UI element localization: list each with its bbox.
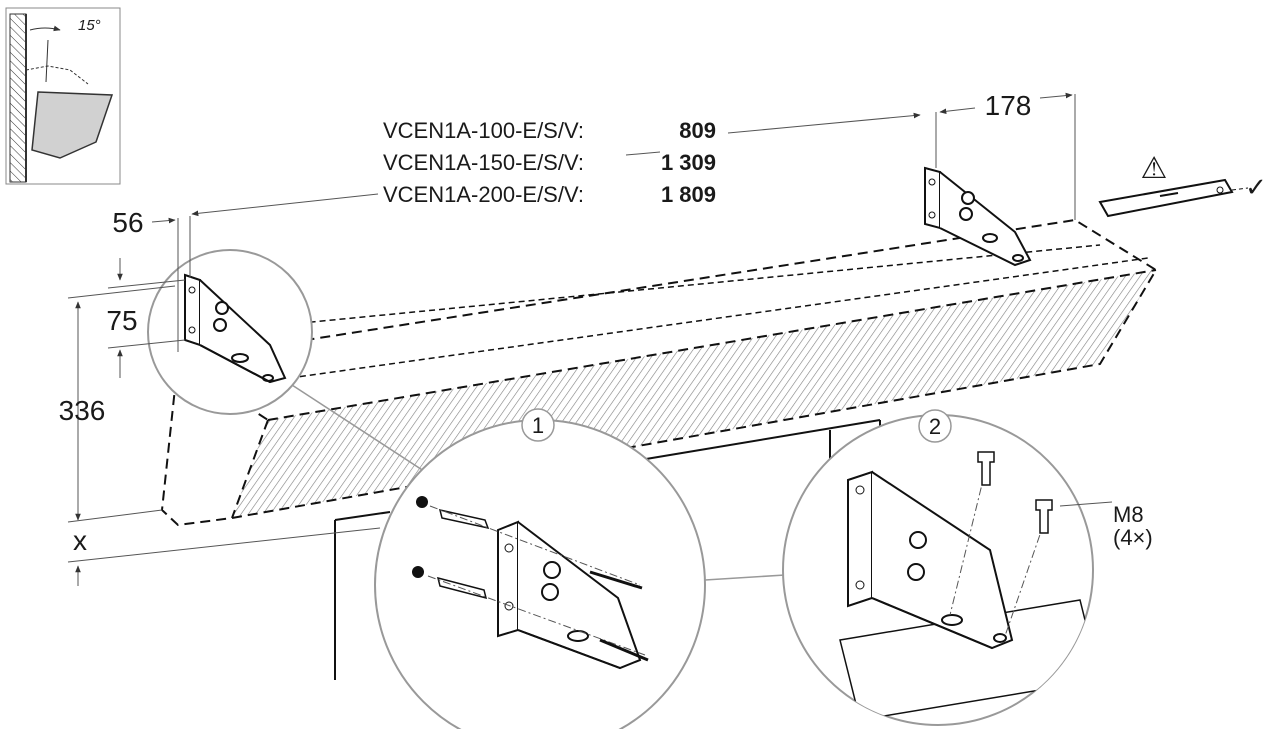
bolt-quantity-label: (4×) [1113,525,1153,550]
model-name-3: VCEN1A-200-E/S/V: [383,182,584,207]
step1-detail: 1 [374,408,706,734]
model-value-1: 809 [679,118,716,143]
left-bracket-detail [147,249,431,476]
dimension-336: 336 [59,395,106,426]
model-value-3: 1 809 [661,182,716,207]
dimension-x: x [73,525,87,556]
step2-number: 2 [929,414,941,439]
dimension-lines: 178 56 75 336 x [59,90,1076,586]
model-name-1: VCEN1A-100-E/S/V: [383,118,584,143]
warning-icon: ⚠ [1141,152,1168,185]
side-view-inset: 15° [5,7,121,185]
step2-detail: 2 M8 (4×) [782,409,1153,726]
right-bracket [924,166,1032,267]
dimension-178: 178 [985,90,1032,121]
model-distance-table: VCEN1A-100-E/S/V: 809 VCEN1A-150-E/S/V: … [191,112,921,217]
step1-number: 1 [532,413,544,438]
inset-angle-label: 15° [78,17,101,34]
spirit-level: ⚠ ✓ [1098,152,1267,218]
bolt-size-label: M8 [1113,502,1144,527]
heater-profile [31,91,114,159]
check-icon: ✓ [1245,172,1267,202]
dimension-56: 56 [112,207,143,238]
model-value-2: 1 309 [661,150,716,175]
model-name-2: VCEN1A-150-E/S/V: [383,150,584,175]
wall-hatch [9,13,27,183]
dimension-75: 75 [106,305,137,336]
